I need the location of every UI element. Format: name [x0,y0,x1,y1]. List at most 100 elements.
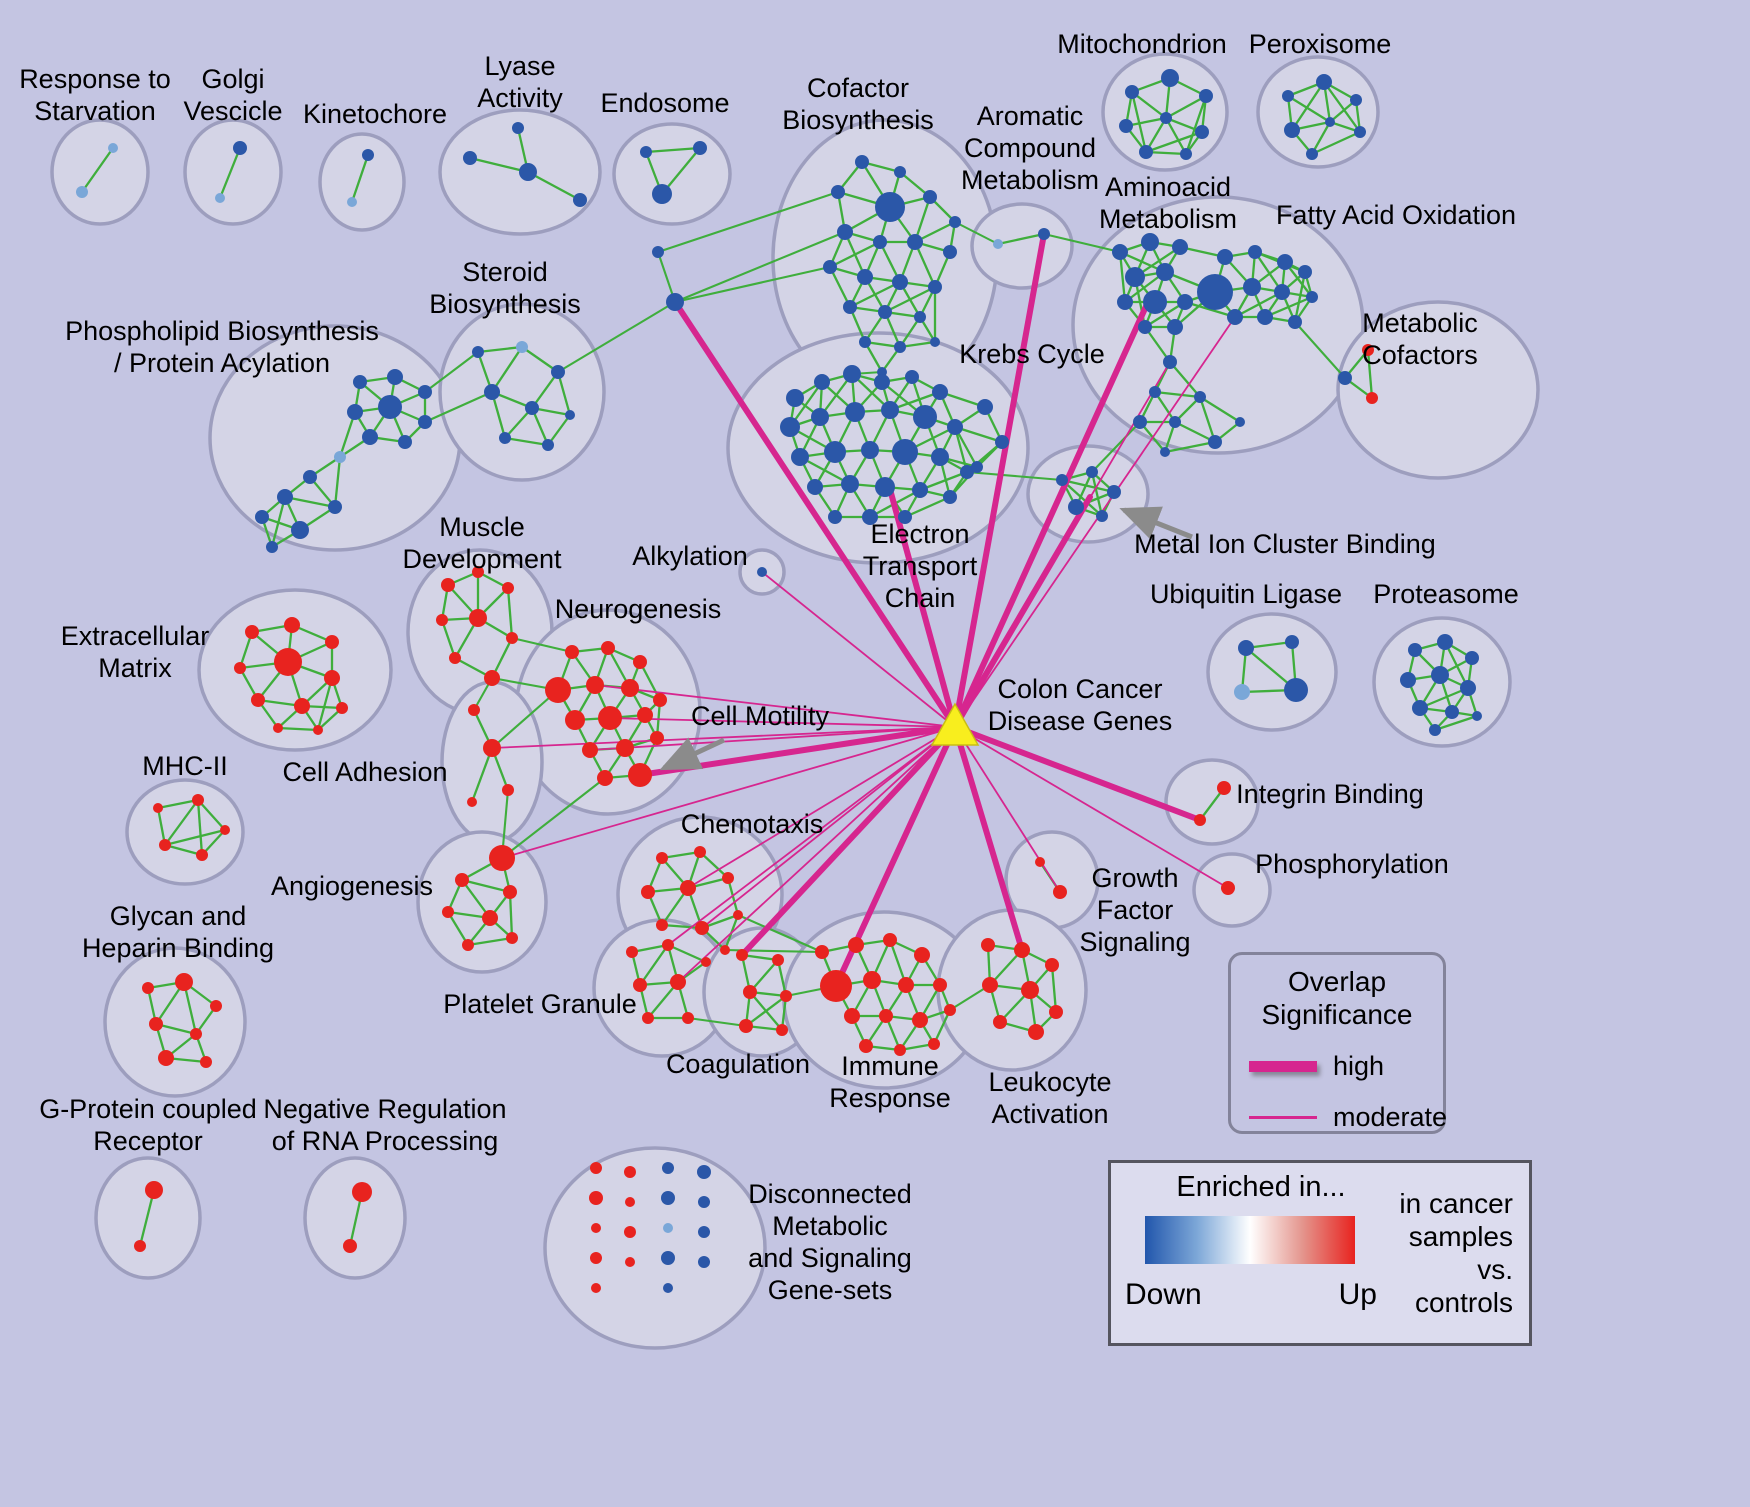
gene-set-node-electron_transport[interactable] [905,370,919,384]
gene-set-node-mhc_ii[interactable] [159,839,171,851]
gene-set-node-leukocyte_activation[interactable] [1045,958,1059,972]
gene-set-node-mitochondrion[interactable] [1195,125,1209,139]
gene-set-node-phospholipid[interactable] [303,470,317,484]
gene-set-node-angiogenesis[interactable] [482,910,498,926]
gene-set-node-metal_ion[interactable] [1086,466,1098,478]
gene-set-node-mhc_ii[interactable] [153,803,163,813]
gene-set-node-immune_response[interactable] [879,1009,893,1023]
gene-set-node-chemotaxis[interactable] [722,872,734,884]
gene-set-node-neurogenesis[interactable] [621,679,639,697]
gene-set-node-cofactor_biosynthesis[interactable] [930,337,940,347]
gene-set-node-peroxisome[interactable] [1306,148,1318,160]
gene-set-node-amino_fatty[interactable] [1125,267,1145,287]
gene-set-node-phospholipid[interactable] [353,375,367,389]
gene-set-node-amino_fatty[interactable] [1133,415,1147,429]
gene-set-node-cofactor_biosynthesis[interactable] [923,190,937,204]
gene-set-node-coagulation[interactable] [780,990,792,1002]
gene-set-node-alkylation[interactable] [757,567,767,577]
gene-set-node-amino_fatty[interactable] [1117,294,1133,310]
gene-set-node-cofactor_biosynthesis[interactable] [928,280,942,294]
gene-set-node-electron_transport[interactable] [947,419,963,435]
gene-set-node-proteasome[interactable] [1460,680,1476,696]
gene-set-node-phosphorylation[interactable] [1221,881,1235,895]
gene-set-node-coagulation[interactable] [739,1019,753,1033]
gene-set-node-steroid[interactable] [499,432,511,444]
gene-set-node-phospholipid[interactable] [418,385,432,399]
gene-set-node-disconnected_gene_sets[interactable] [625,1257,635,1267]
gene-set-node-chemotaxis[interactable] [680,880,696,896]
gene-set-node-negative_regulation_rna[interactable] [352,1182,372,1202]
gene-set-node-muscle_development[interactable] [449,652,461,664]
gene-set-node-amino_fatty[interactable] [1274,284,1290,300]
gene-set-node-amino_fatty[interactable] [1227,309,1243,325]
gene-set-node-electron_transport[interactable] [912,482,928,498]
gene-set-node-electron_transport[interactable] [943,490,957,504]
gene-set-node-angiogenesis[interactable] [462,939,474,951]
gene-set-node-phospholipid[interactable] [266,541,278,553]
gene-set-node-amino_fatty[interactable] [1112,244,1128,260]
gene-set-node-angiogenesis[interactable] [442,906,454,918]
gene-set-node-aromatic_compound[interactable] [1038,228,1050,240]
gene-set-node-neurogenesis[interactable] [586,676,604,694]
gene-set-node-coagulation[interactable] [776,1024,788,1036]
gene-set-node-electron_transport[interactable] [874,374,890,390]
gene-set-node-chemotaxis[interactable] [695,921,709,935]
gene-set-node-proteasome[interactable] [1445,705,1459,719]
gene-set-node-kinetochore[interactable] [347,197,357,207]
gene-set-node-electron_transport[interactable] [995,435,1009,449]
gene-set-node-electron_transport[interactable] [971,461,983,473]
gene-set-node-electron_transport[interactable] [843,365,861,383]
gene-set-node-amino_fatty[interactable] [1217,249,1233,265]
gene-set-node-neurogenesis[interactable] [616,739,634,757]
gene-set-node-amino_fatty[interactable] [1156,263,1174,281]
gene-set-node-platelet_granule[interactable] [626,946,638,958]
gene-set-node-endosome[interactable] [693,141,707,155]
gene-set-node-ubiquitin_ligase[interactable] [1238,640,1254,656]
gene-set-node-chemotaxis[interactable] [656,852,668,864]
gene-set-node-amino_fatty[interactable] [1160,447,1170,457]
gene-set-node-amino_fatty[interactable] [1277,254,1293,270]
gene-set-node-steroid[interactable] [472,346,484,358]
gene-set-node-neurogenesis[interactable] [653,693,667,707]
gene-set-node-neurogenesis[interactable] [565,645,579,659]
gene-set-node-amino_fatty[interactable] [1288,315,1302,329]
gene-set-node-neurogenesis[interactable] [545,677,571,703]
gene-set-node-chemotaxis[interactable] [641,885,655,899]
gene-set-node-amino_fatty[interactable] [1143,290,1167,314]
gene-set-node-cofactor_biosynthesis[interactable] [831,185,845,199]
gene-set-node-peroxisome[interactable] [1354,126,1366,138]
gene-set-node-coagulation[interactable] [736,949,748,961]
gene-set-node-electron_transport[interactable] [780,417,800,437]
gene-set-node-extracellular_matrix[interactable] [325,635,339,649]
gene-set-node-mitochondrion[interactable] [1199,89,1213,103]
gene-set-node-amino_fatty[interactable] [1169,416,1181,428]
gene-set-node-extracellular_matrix[interactable] [251,693,265,707]
gene-set-node-disconnected_gene_sets[interactable] [591,1223,601,1233]
gene-set-node-disconnected_gene_sets[interactable] [663,1283,673,1293]
gene-set-node-neurogenesis[interactable] [597,770,613,786]
gene-set-node-coagulation[interactable] [772,954,784,966]
gene-set-node-phospholipid[interactable] [255,510,269,524]
gene-set-node-leukocyte_activation[interactable] [1014,942,1030,958]
gene-set-node-response_starvation[interactable] [76,186,88,198]
gene-set-node-electron_transport[interactable] [875,477,895,497]
gene-set-node-neurogenesis[interactable] [633,655,647,669]
gene-set-node-disconnected_gene_sets[interactable] [589,1191,603,1205]
gene-set-node-growth_factor[interactable] [1035,857,1045,867]
gene-set-node-extracellular_matrix[interactable] [313,725,323,735]
gene-set-node-disconnected_gene_sets[interactable] [624,1226,636,1238]
gene-set-node-leukocyte_activation[interactable] [993,1015,1007,1029]
gene-set-node-peroxisome[interactable] [1316,74,1332,90]
gene-set-node-disconnected_gene_sets[interactable] [697,1165,711,1179]
gene-set-node-amino_fatty[interactable] [1197,274,1233,310]
gene-set-node-peroxisome[interactable] [1282,90,1294,102]
gene-set-node-amino_fatty[interactable] [1257,309,1273,325]
gene-set-node-amino_fatty[interactable] [1298,265,1312,279]
gene-set-node-phospholipid[interactable] [328,500,342,514]
gene-set-node-angiogenesis[interactable] [455,873,469,887]
gene-set-node-phospholipid[interactable] [291,521,309,539]
gene-set-node-mitochondrion[interactable] [1160,112,1172,124]
gene-set-node-neurogenesis[interactable] [637,707,653,723]
gene-set-node-electron_transport[interactable] [960,465,974,479]
gene-set-node-kinetochore[interactable] [362,149,374,161]
